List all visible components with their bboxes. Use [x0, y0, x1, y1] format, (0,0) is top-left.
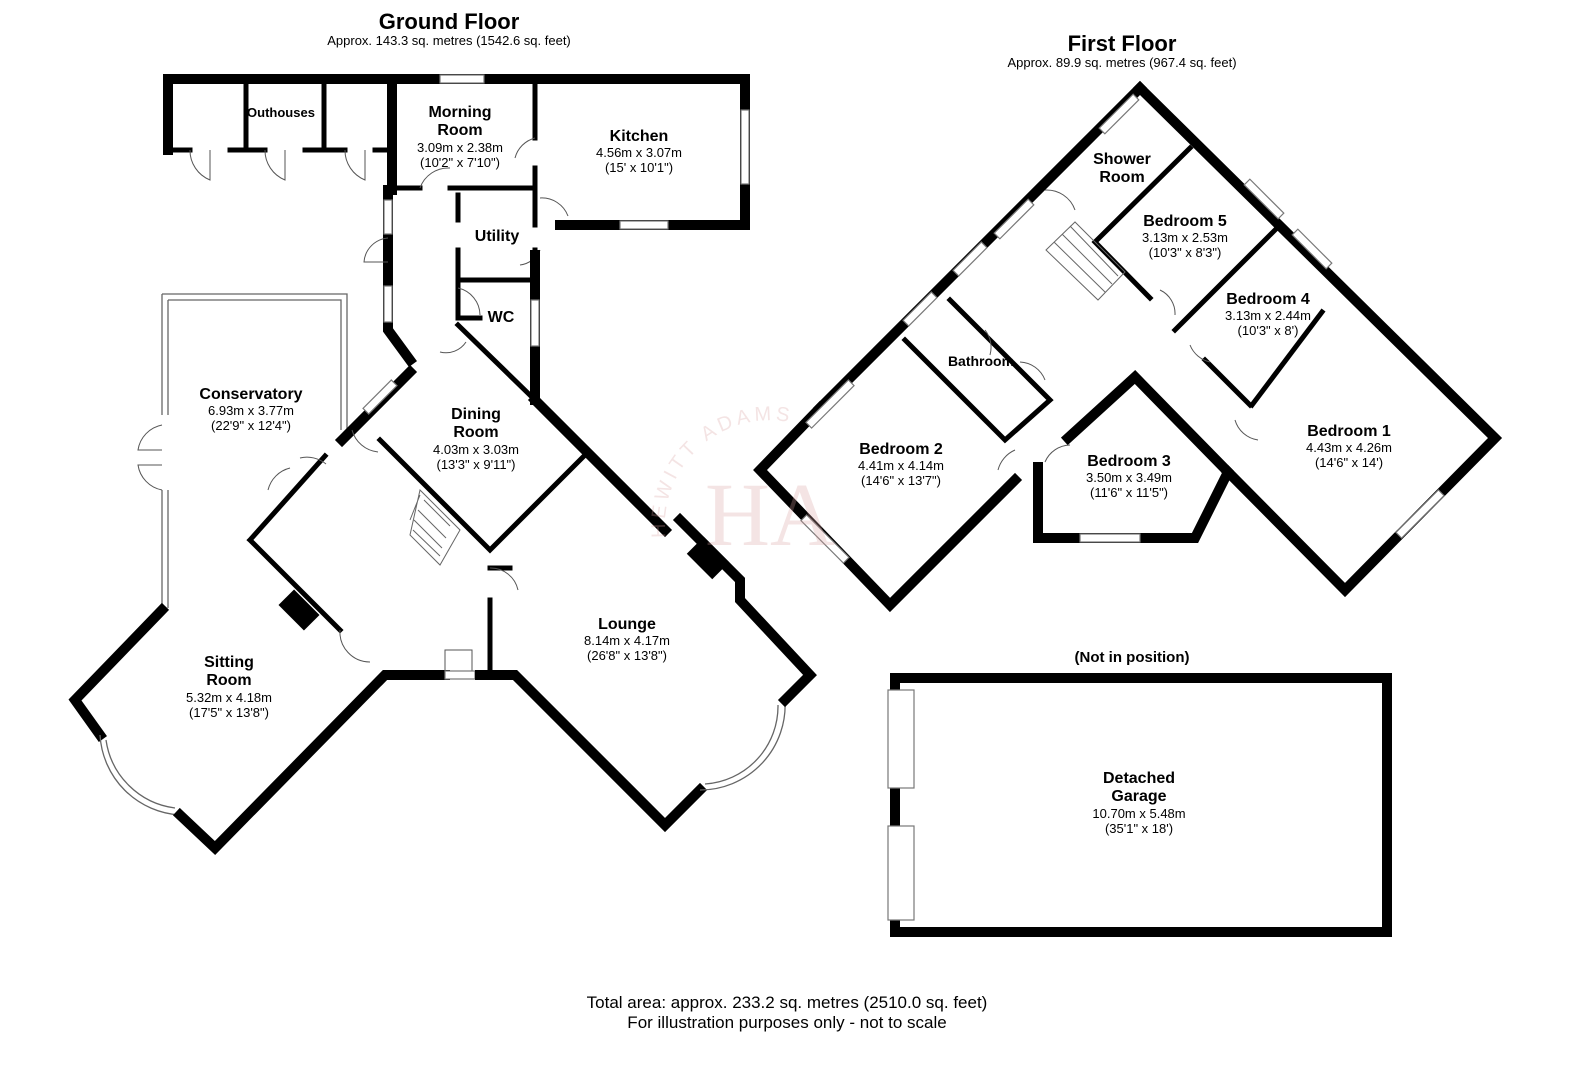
ground-floor-plan: [68, 74, 817, 855]
dining-room-walls: [351, 392, 673, 566]
outhouses-walls: [163, 74, 397, 195]
sitting-room-walls: [68, 452, 476, 855]
first-floor-plan: [753, 80, 1503, 613]
wc-label: WC: [487, 309, 515, 326]
watermark-logo: HA HEWITT ADAMS: [648, 403, 835, 565]
bedroom-1-label: Bedroom 1 4.43m x 4.26m (14'6" x 14'): [1306, 423, 1392, 471]
ground-floor-title: Ground Floor: [378, 9, 520, 34]
garage-label: Detached Garage 10.70m x 5.48m (35'1" x …: [1092, 770, 1186, 836]
utility-label: Utility: [474, 228, 520, 245]
svg-text:HA: HA: [705, 466, 835, 565]
conservatory-walls: [137, 293, 418, 608]
bathroom-label: Bathroom: [947, 353, 1015, 369]
dining-room-label: Dining Room 4.03m x 3.03m (13'3" x 9'11"…: [433, 406, 519, 472]
disclaimer-text: For illustration purposes only - not to …: [627, 1012, 947, 1032]
sitting-room-label: Sitting Room 5.32m x 4.18m (17'5" x 13'8…: [186, 654, 272, 720]
morning-room-label: Morning Room 3.09m x 2.38m (10'2" x 7'10…: [417, 104, 503, 170]
hall-walls: [363, 185, 539, 404]
outhouses-label: Outhouses: [247, 105, 315, 120]
first-floor-header: First Floor Approx. 89.9 sq. metres (967…: [1007, 31, 1236, 71]
bedroom-3-label: Bedroom 3 3.50m x 3.49m (11'6" x 11'5"): [1086, 453, 1172, 501]
lounge-walls: [475, 512, 817, 833]
lounge-label: Lounge 8.14m x 4.17m (26'8" x 13'8"): [584, 616, 670, 664]
shower-room-label: Shower Room: [1093, 151, 1151, 187]
total-area-text: Total area: approx. 233.2 sq. metres (25…: [586, 993, 988, 1012]
bedroom-4-label: Bedroom 4 3.13m x 2.44m (10'3" x 8'): [1225, 291, 1311, 339]
first-floor-title: First Floor: [1067, 31, 1177, 56]
first-floor-area: Approx. 89.9 sq. metres (967.4 sq. feet): [1007, 55, 1237, 71]
conservatory-label: Conservatory 6.93m x 3.77m (22'9" x 12'4…: [199, 386, 303, 434]
garage-position-note: (Not in position): [1074, 649, 1190, 666]
garage-plan: [887, 673, 1392, 937]
footer: Total area: approx. 233.2 sq. metres (25…: [587, 993, 988, 1032]
bedroom-2-label: Bedroom 2 4.41m x 4.14m (14'6" x 13'7"): [858, 441, 944, 489]
bedroom-5-label: Bedroom 5 3.13m x 2.53m (10'3" x 8'3"): [1142, 213, 1228, 261]
kitchen-label: Kitchen 4.56m x 3.07m (15' x 10'1"): [596, 128, 682, 176]
utility-wc-walls: [455, 192, 541, 405]
ground-floor-header: Ground Floor Approx. 143.3 sq. metres (1…: [327, 9, 571, 49]
kitchen-walls: [387, 74, 750, 230]
ground-floor-area: Approx. 143.3 sq. metres (1542.6 sq. fee…: [327, 33, 571, 49]
